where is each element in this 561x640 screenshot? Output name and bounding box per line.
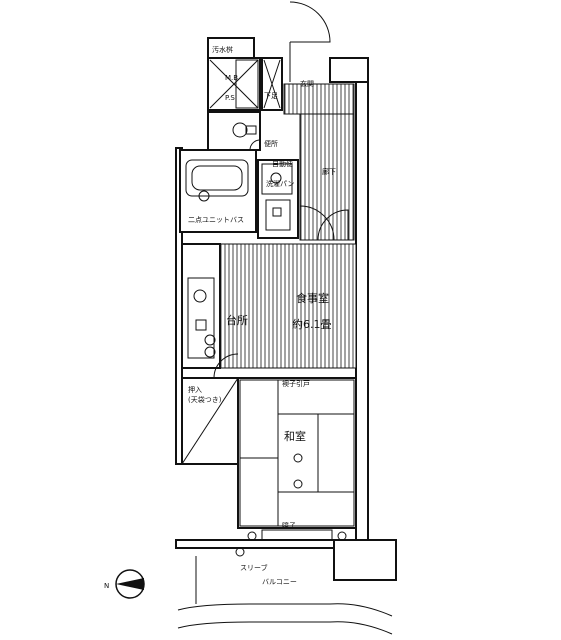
entrance-floor: [283, 83, 355, 115]
entrance-door: [289, 1, 331, 43]
label-ps: P.S: [225, 94, 235, 102]
closet: [181, 377, 239, 465]
corridor-door: [299, 205, 335, 241]
corridor-floor: [299, 113, 355, 241]
label-sewage: 汚水桝: [212, 45, 233, 54]
washitsu-room: [237, 377, 357, 529]
label-corridor: 廊下: [322, 167, 336, 176]
washroom: [257, 159, 299, 239]
label-mb: M.B: [225, 74, 238, 82]
shoji-screen: [261, 529, 333, 541]
kitchen-dining: [181, 243, 357, 379]
label-kitchen: 台所: [226, 313, 248, 327]
compass-icon: [115, 569, 145, 599]
label-washer-1: 自動便: [272, 159, 293, 168]
label-shoji: 障子: [282, 521, 296, 530]
label-closet-2: (天袋つき): [188, 395, 222, 404]
label-unit-bath: 二点ユニットバス: [188, 216, 244, 224]
label-balcony: バルコニー: [262, 578, 297, 586]
label-washitsu: 和室: [284, 429, 306, 443]
label-dining-area: 約6.1畳: [292, 317, 332, 331]
label-sleeve: スリーブ: [240, 563, 268, 572]
toilet-room: [207, 111, 261, 151]
unit-bath-room: [179, 149, 257, 233]
label-dining: 食事室: [296, 291, 329, 305]
label-closet-1: 押入: [188, 385, 202, 394]
label-toilet: 便所: [264, 139, 278, 148]
label-shoe-closet: 下足: [264, 92, 278, 100]
compass-label: N: [104, 582, 109, 590]
label-sliding-door: 襖子引戸: [282, 379, 310, 388]
label-entrance: 玄関: [300, 79, 314, 88]
label-washer-2: 洗濯パン: [266, 179, 294, 188]
